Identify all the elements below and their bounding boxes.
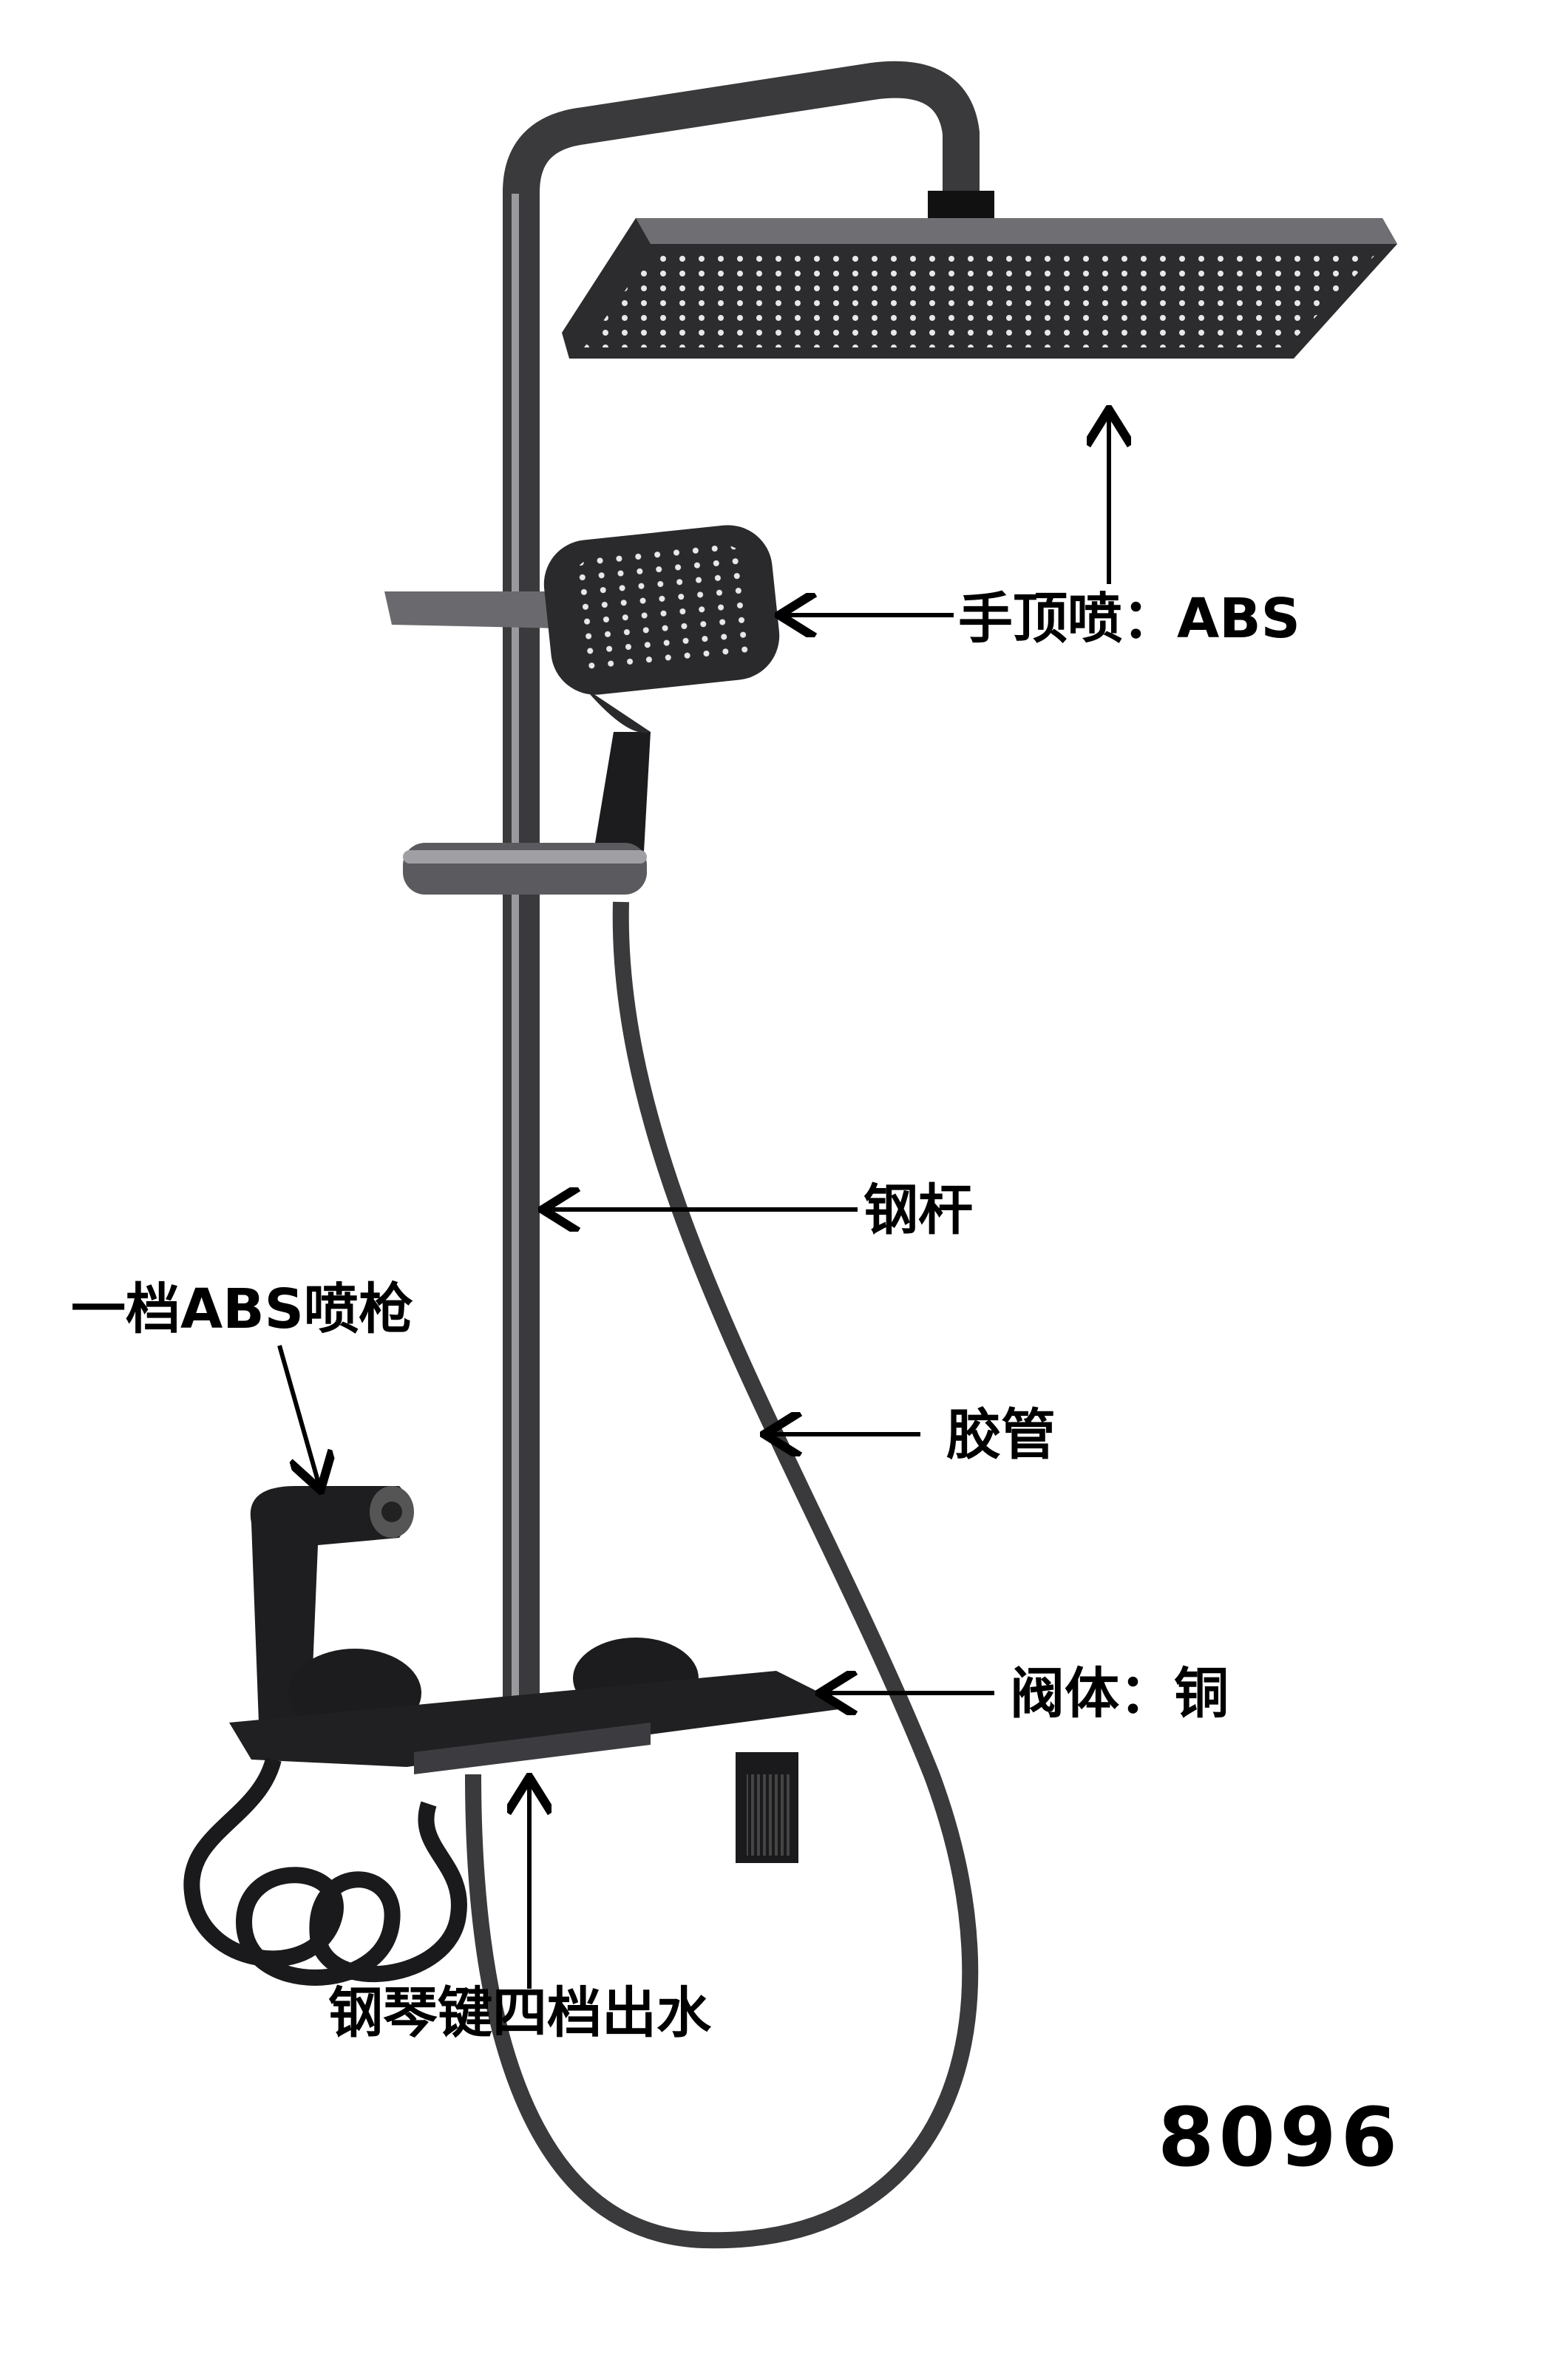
slider-bracket <box>403 843 647 895</box>
label-hose: 胶管 <box>946 1403 1056 1467</box>
spray-gun <box>250 1486 414 1723</box>
label-piano-keys: 钢琴键四档出水 <box>328 1981 711 2045</box>
model-number: 8096 <box>1158 2090 1402 2185</box>
coil-hose <box>183 1757 467 1986</box>
label-valve-body: 阀体：铜 <box>1010 1662 1229 1726</box>
hose <box>465 901 979 2249</box>
rain-shower-head <box>562 191 1397 359</box>
label-top-spray: 手顶喷：ABS <box>958 587 1300 651</box>
steel-rod <box>503 61 980 1700</box>
annotation-arrows <box>277 414 1109 1989</box>
arrow-to-spray-gun <box>277 1345 319 1486</box>
label-steel-rod: 钢杆 <box>863 1178 973 1242</box>
hand-shower-holder <box>384 591 562 628</box>
label-spray-gun: 一档ABS喷枪 <box>71 1278 413 1341</box>
valve-body <box>229 1638 850 1863</box>
hand-shower <box>543 525 780 865</box>
